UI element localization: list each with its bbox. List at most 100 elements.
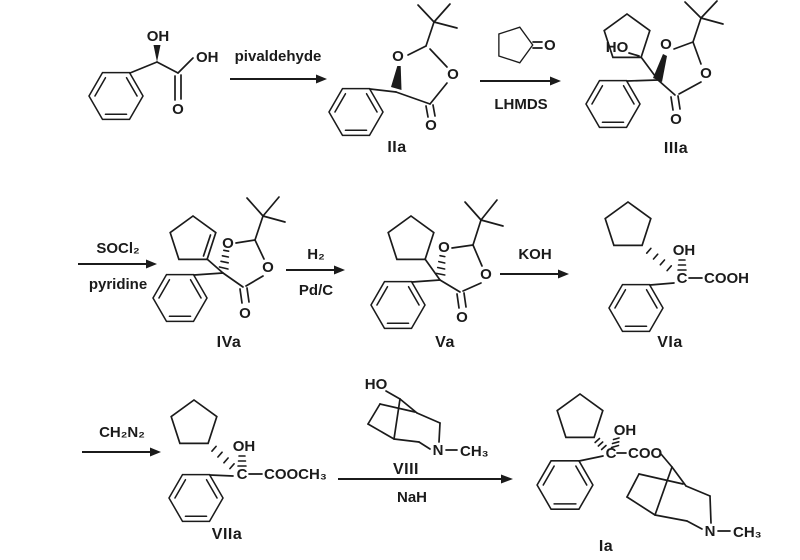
cyclopentane-ring [604, 201, 652, 247]
bonds [129, 45, 194, 101]
wedge-bond [153, 45, 161, 62]
hydroxyl-label: OH [147, 28, 170, 45]
carbonyl-oxygen-label: O [670, 111, 682, 128]
hydroxyl-label: OH [233, 438, 256, 455]
acid-group-label: COOH [704, 270, 749, 287]
cyclopentane-ring [556, 393, 604, 439]
compound-label-VIIa: VIIa [211, 526, 243, 543]
nitrogen-label: N [433, 442, 444, 459]
ring-oxygen-left: O [222, 235, 234, 252]
arrowhead [550, 76, 561, 86]
structure-Va: O O O [370, 199, 504, 330]
reaction-arrow [480, 76, 561, 86]
arrowhead [501, 474, 513, 484]
reagent-below: pyridine [88, 276, 148, 294]
hydroxyl-label: OH [673, 242, 696, 259]
bonds [367, 390, 458, 451]
compound-label-IIIa: IIIa [663, 140, 689, 157]
reaction-step-6: CH₂N₂ [80, 424, 164, 464]
structure-VIII: HO N CH₃ [365, 376, 489, 460]
compound-label-VIa: VIa [657, 334, 683, 351]
reaction-step-3: SOCl₂ pyridine [76, 240, 160, 294]
bonds [369, 3, 458, 118]
central-carbon-label: C [606, 445, 617, 462]
benzene-ring [585, 79, 641, 129]
ester-group-label: COO [628, 445, 663, 462]
reaction-step-1: pivaldehyde [228, 48, 328, 92]
structure-VIIa: OH C COOCH₃ [168, 399, 327, 523]
bonds [626, 0, 724, 111]
n-methyl-label: CH₃ [733, 524, 762, 541]
reagent-above: pivaldehyde [234, 48, 322, 65]
bonds [193, 196, 286, 304]
reaction-arrow [230, 74, 327, 84]
reagent-above: KOH [518, 246, 552, 263]
carbonyl-oxygen-label: O [456, 309, 468, 326]
reaction-arrow [286, 265, 345, 275]
reagent-above: SOCl₂ [96, 240, 140, 257]
benzene-ring [536, 460, 594, 510]
reagent-below: NaH [396, 489, 427, 506]
compound-label-IVa: IVa [216, 334, 242, 351]
wedge-bond [653, 54, 667, 82]
arrowhead [558, 269, 569, 279]
ester-group-label: COOCH₃ [264, 466, 327, 483]
arrowhead [316, 74, 327, 84]
hydroxyl-label: HO [365, 376, 388, 393]
reaction-arrow-7 [338, 474, 513, 484]
ring-oxygen-left: O [438, 239, 450, 256]
carbonyl-oxygen-label: O [425, 117, 437, 134]
carbonyl-oxygen-label: O [172, 101, 184, 118]
bonds [209, 445, 263, 477]
reaction-step-5: KOH [498, 246, 572, 286]
hydroxyl-label: OH [614, 422, 637, 439]
cyclopentane-ring [170, 399, 218, 445]
ring-oxygen-right: O [447, 66, 459, 83]
ring-oxygen-left: O [392, 48, 404, 65]
compound-label-IIa: IIa [387, 139, 407, 156]
arrowhead [334, 265, 345, 275]
central-carbon-label: C [677, 270, 688, 287]
n-methyl-label: CH₃ [460, 443, 489, 460]
reaction-arrow [78, 259, 157, 269]
reaction-step-4: H₂ Pd/C [284, 246, 348, 300]
reagent-below: Pd/C [298, 282, 334, 300]
bonds [645, 247, 703, 286]
ring-oxygen-right: O [700, 65, 712, 82]
compound-label-Va: Va [435, 334, 455, 351]
arrowhead [150, 447, 161, 457]
structure-IIa: O O O [328, 3, 459, 137]
bonds [578, 437, 731, 532]
reagent-below: LHMDS [494, 96, 548, 113]
bonds [532, 41, 543, 49]
hydroxyl-label: HO [606, 39, 629, 56]
carbonyl-oxygen-label: O [544, 37, 556, 54]
wedge-bond [391, 66, 402, 90]
reagent-above: H₂ [307, 246, 325, 263]
reaction-step-2: O LHMDS [478, 16, 564, 113]
structure-IIIa: HO O O O [585, 0, 724, 129]
benzene-ring [88, 71, 144, 121]
cyclopentane-ring [387, 215, 435, 261]
benzene-ring [168, 473, 224, 523]
ring-oxygen-right: O [480, 266, 492, 283]
cyclopentane-ring [498, 26, 534, 64]
reaction-arrow [82, 447, 161, 457]
carbonyl-oxygen-label: O [239, 305, 251, 322]
nitrogen-label: N [705, 523, 716, 540]
structure-VIa: OH C COOH [604, 201, 749, 333]
compound-label-Ia: Ia [598, 538, 614, 555]
structure-cyclopentanone: O [498, 26, 556, 64]
central-carbon-label: C [237, 466, 248, 483]
benzene-ring [328, 87, 384, 137]
benzene-ring [370, 280, 426, 330]
bonds [411, 199, 504, 309]
compound-label-VIII: VIII [392, 461, 419, 478]
ring-oxygen-left: O [660, 36, 672, 53]
structure-IVa: O O O [152, 196, 286, 323]
benzene-ring [608, 283, 664, 333]
reaction-arrow [500, 269, 569, 279]
structure-mandelic-acid: OH OH O [88, 28, 219, 121]
acid-hydroxyl-label: OH [196, 49, 219, 66]
